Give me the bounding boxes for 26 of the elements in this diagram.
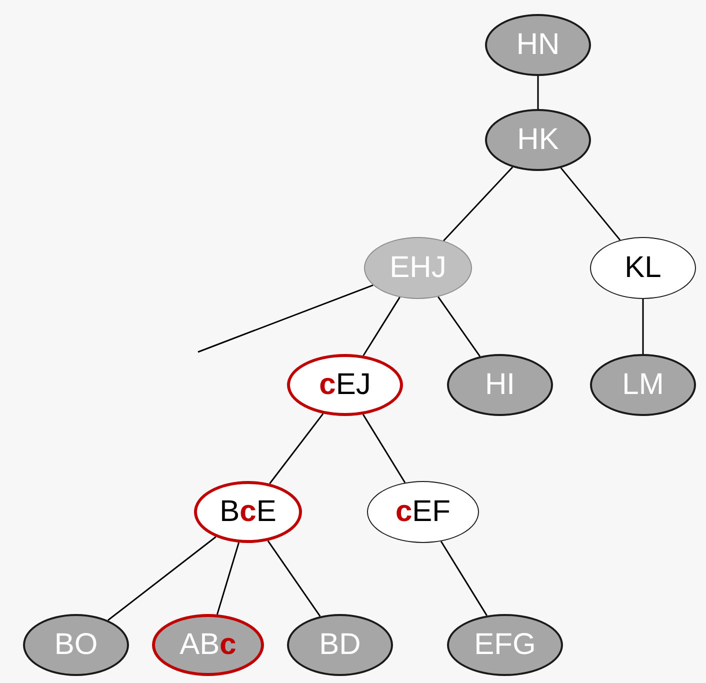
node-label: HI <box>485 370 515 400</box>
node-label: BcE <box>220 497 276 527</box>
node-label: HN <box>516 30 560 60</box>
connector-line <box>269 413 324 484</box>
connector-line <box>443 166 514 242</box>
node-label: KL <box>624 253 662 283</box>
connector-line <box>537 76 539 109</box>
connector-line <box>560 167 621 241</box>
node-label: ABc <box>180 630 236 660</box>
node-label: cEJ <box>319 370 371 400</box>
connector-line <box>642 299 644 354</box>
node-label: HK <box>517 125 559 155</box>
node-label: LM <box>622 370 664 400</box>
node-label: EFG <box>474 630 536 660</box>
connector-line <box>198 284 374 353</box>
connector-line <box>438 296 480 357</box>
connector-line <box>267 540 321 617</box>
node-label: cEF <box>395 497 451 527</box>
connector-line <box>108 536 216 621</box>
node-label: EHJ <box>390 253 446 283</box>
connector-line <box>362 296 400 356</box>
connector-line <box>216 542 240 615</box>
node-label: BD <box>319 630 361 660</box>
connector-line <box>440 540 488 616</box>
connector-line <box>362 414 406 484</box>
node-label: BO <box>54 630 98 660</box>
